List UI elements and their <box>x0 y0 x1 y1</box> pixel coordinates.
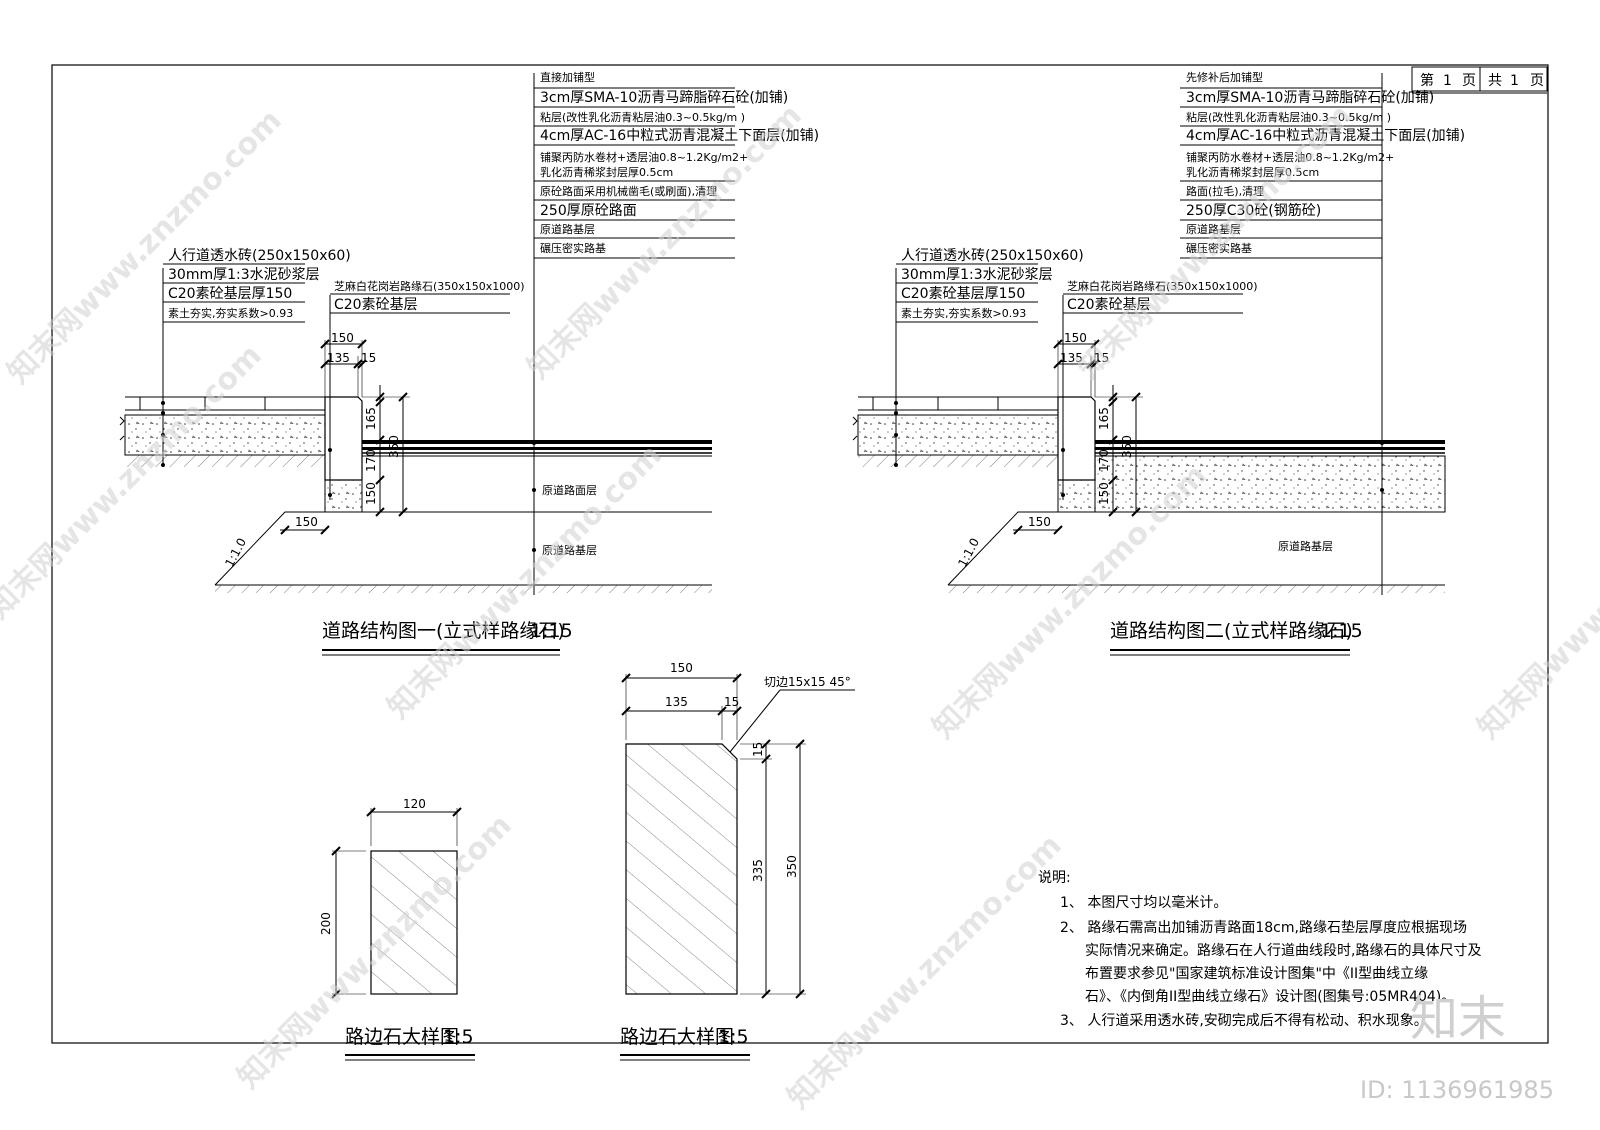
d2-dim-150b: 150 <box>1097 482 1111 505</box>
note-1: 1、 本图尺寸均以毫米计。 <box>1060 894 1227 911</box>
note-3: 3、 人行道采用透水砖,安砌完成后不得有松动、积水现象。 <box>1060 1012 1428 1029</box>
curb-detail-small <box>331 807 462 999</box>
d2-callout-9: 碾压密实路基 <box>1186 241 1252 255</box>
page-label-3: 共 <box>1488 73 1502 89</box>
brand-logo: 知末 <box>1410 991 1506 1047</box>
d2-callout-1: 3cm厚SMA-10沥青马蹄脂碎石砼(加铺) <box>1186 89 1434 106</box>
d2-dim-15: 15 <box>1094 351 1109 365</box>
note-2: 2、 路缘石需高出加铺沥青路面18cm,路缘石垫层厚度应根据现场 <box>1060 919 1467 936</box>
d1-callout-5: 乳化沥青稀浆封层厚0.5cm <box>540 165 673 179</box>
page-label-2: 页 <box>1462 73 1476 89</box>
d1-callout-9: 碾压密实路基 <box>540 241 606 255</box>
watermark-7: 知末网www.znzmo.com <box>1471 458 1600 746</box>
d2-dim-350: 350 <box>1120 435 1134 458</box>
d1-curb-0: 芝麻白花岗岩路缘石(350x150x1000) <box>334 279 525 293</box>
d2-callout-3: 4cm厚AC-16中粒式沥青混凝土下面层(加铺) <box>1186 128 1465 144</box>
d1-slope: 1:1.0 <box>222 536 249 570</box>
d1-sidewalk-1: 30mm厚1:3水泥砂浆层 <box>168 267 320 283</box>
d2-sidewalk-2: C20素砼基层厚150 <box>901 285 1025 302</box>
small-height: 200 <box>319 912 333 935</box>
d1-layer-base: 原道路基层 <box>542 543 597 557</box>
d1-callout-3: 4cm厚AC-16中粒式沥青混凝土下面层(加铺) <box>540 128 819 144</box>
d2-sidewalk-0: 人行道透水砖(250x150x60) <box>901 248 1084 264</box>
d2-callout-7: 250厚C30砼(钢筋砼) <box>1186 202 1321 219</box>
d2-scale: 1:15 <box>1320 620 1363 642</box>
d2-dim-170: 170 <box>1097 449 1111 472</box>
note-2-cont-2: 布置要求参见"国家建筑标准设计图集"中《II型曲线立缘 <box>1085 965 1428 982</box>
road-section-2 <box>852 73 1446 595</box>
curb-detail-large <box>621 673 855 999</box>
d1-curb-1: C20素砼基层 <box>334 296 418 313</box>
image-id: ID: 1136961985 <box>1360 1076 1554 1104</box>
d2-dim-165: 165 <box>1097 407 1111 430</box>
d1-dim-150: 150 <box>331 331 354 345</box>
watermark-9: 知末网www.znzmo.com <box>781 828 1069 1116</box>
d1-dim-165: 165 <box>364 407 378 430</box>
note-2-cont-1: 实际情况来确定。路缘石在人行道曲线段时,路缘石的具体尺寸及 <box>1085 943 1481 959</box>
d1-callout-6: 原砼路面采用机械凿毛(或刷面),清理 <box>540 184 717 198</box>
d1-dim-15: 15 <box>361 351 376 365</box>
d2-curb-0: 芝麻白花岗岩路缘石(350x150x1000) <box>1067 279 1258 293</box>
small-width: 120 <box>403 797 426 811</box>
large-chamfer: 切边15x15 45° <box>764 675 851 689</box>
d2-curb-1: C20素砼基层 <box>1067 296 1151 313</box>
page-current: 1 <box>1443 73 1452 89</box>
d2-dim-150: 150 <box>1064 331 1087 345</box>
d1-dim-150c: 150 <box>295 515 318 529</box>
page-label-4: 页 <box>1530 73 1544 89</box>
d1-callout-8: 原道路基层 <box>540 222 595 236</box>
small-scale: 1:5 <box>443 1026 474 1048</box>
d1-dim-350: 350 <box>387 435 401 458</box>
watermark-4: 知末网www.znzmo.com <box>0 338 269 626</box>
d2-callout-2: 粘层(改性乳化沥青粘层油0.3~0.5kg/m ) <box>1186 110 1391 124</box>
d1-sidewalk-0: 人行道透水砖(250x150x60) <box>168 248 351 264</box>
small-title: 路边石大样图 <box>345 1026 459 1048</box>
d2-callout-5: 乳化沥青稀浆封层厚0.5cm <box>1186 165 1319 179</box>
large-h350: 350 <box>785 855 799 878</box>
watermark-5: 知末网www.znzmo.com <box>381 438 669 726</box>
note-2-cont-3: 石》、《内倒角II型曲线立缘石》设计图(图集号:05MR404)。 <box>1085 988 1455 1005</box>
d2-dim-150c: 150 <box>1028 515 1051 529</box>
d1-callout-7: 250厚原砼路面 <box>540 203 637 219</box>
d1-dim-135: 135 <box>327 351 350 365</box>
road-section-1 <box>119 73 735 595</box>
d2-sidewalk-1: 30mm厚1:3水泥砂浆层 <box>901 267 1053 283</box>
d1-dim-150b: 150 <box>364 482 378 505</box>
d1-dim-170: 170 <box>364 449 378 472</box>
d1-callout-0: 直接加铺型 <box>540 70 595 84</box>
large-w15: 15 <box>724 695 739 709</box>
large-h335: 335 <box>751 859 765 882</box>
page-total: 1 <box>1510 73 1519 89</box>
d2-sidewalk-3: 素土夯实,夯实系数>0.93 <box>901 306 1026 320</box>
d1-title: 道路结构图一(立式样路缘石) <box>322 620 565 642</box>
page-number-box <box>1411 66 1548 94</box>
d1-layer-surface: 原道路面层 <box>542 483 597 497</box>
large-scale: 1:5 <box>718 1026 749 1048</box>
d2-callout-0: 先修补后加铺型 <box>1186 70 1263 84</box>
d2-dim-135: 135 <box>1060 351 1083 365</box>
large-title: 路边石大样图 <box>620 1026 734 1048</box>
large-w150: 150 <box>670 661 693 675</box>
d1-sidewalk-3: 素土夯实,夯实系数>0.93 <box>168 306 293 320</box>
d2-layer-base: 原道路基层 <box>1278 539 1333 553</box>
d2-slope: 1:1.0 <box>955 536 982 570</box>
d2-title: 道路结构图二(立式样路缘石) <box>1110 620 1353 642</box>
d2-callout-8: 原道路基层 <box>1186 222 1241 236</box>
d1-callout-2: 粘层(改性乳化沥青粘层油0.3~0.5kg/m ) <box>540 110 745 124</box>
sheet-border <box>51 64 1549 1044</box>
large-h15: 15 <box>751 742 765 757</box>
d1-callout-4: 铺聚丙防水卷材+透层油0.8~1.2Kg/m2+ <box>540 150 748 164</box>
d2-callout-4: 铺聚丙防水卷材+透层油0.8~1.2Kg/m2+ <box>1186 150 1394 164</box>
d2-callout-6: 路面(拉毛),清理 <box>1186 184 1264 198</box>
d1-scale: 1:15 <box>530 620 573 642</box>
large-w135: 135 <box>665 695 688 709</box>
page-label-1: 第 <box>1420 72 1434 89</box>
d1-callout-1: 3cm厚SMA-10沥青马蹄脂碎石砼(加铺) <box>540 89 788 106</box>
d1-sidewalk-2: C20素砼基层厚150 <box>168 285 292 302</box>
notes-heading: 说明: <box>1038 870 1071 886</box>
